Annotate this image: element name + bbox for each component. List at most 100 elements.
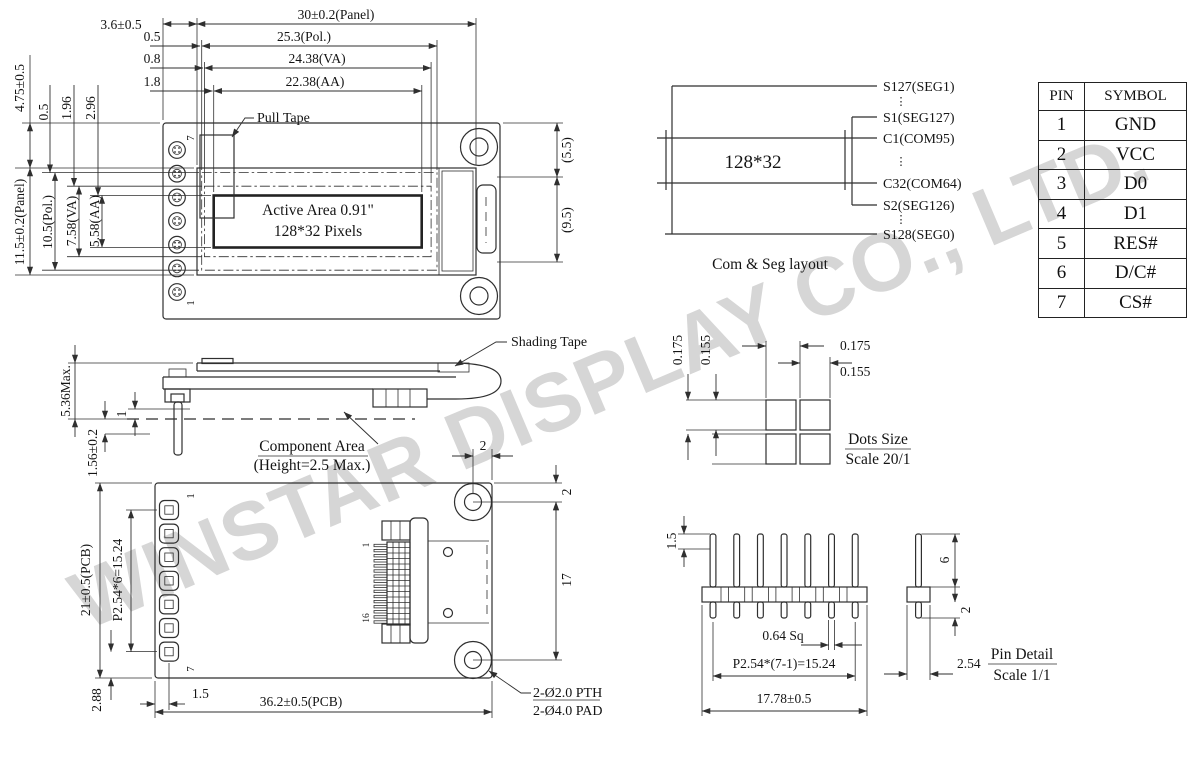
active-area-line1: Active Area 0.91": [262, 202, 374, 219]
ellipsis-dots: ⋮: [896, 214, 907, 226]
dim-down: 2: [958, 607, 973, 614]
com-label-1: C1(COM95): [883, 132, 955, 147]
dim-tip: 1.5: [664, 532, 679, 549]
pin-symbol: D1: [1084, 198, 1187, 230]
dim-va-off: 0.8: [144, 51, 161, 66]
mounting-hole: [459, 127, 499, 167]
front-view: 7 1 Pull Tape Active Area 0.91" 128*32 P…: [12, 7, 574, 320]
pin-number: 1: [1038, 110, 1085, 141]
dim-va-h: 7.58(VA): [64, 196, 79, 246]
active-area-line2: 128*32 Pixels: [274, 223, 362, 240]
dim-gap: 1: [114, 411, 129, 418]
dim-aa-w: 22.38(AA): [286, 74, 345, 89]
solder-bump-hatch: [168, 368, 187, 378]
shading-tape-hatch: [437, 362, 470, 373]
pull-tape-hatch: [199, 134, 235, 219]
pin-table-header-pin: PIN: [1038, 82, 1085, 111]
back-pad7-label: 7: [185, 666, 197, 672]
ellipsis-dots: ⋮: [896, 96, 907, 108]
dim-top-off: 4.75±0.5: [12, 64, 27, 112]
fpc-tab: [476, 184, 497, 254]
pin-symbol: GND: [1084, 110, 1187, 141]
seg-label-1: S127(SEG1): [883, 80, 955, 95]
dots-size-caption-line2: Scale 20/1: [846, 451, 911, 468]
com-label-2: C32(COM64): [883, 177, 962, 192]
dim-pad-pitch: P2.54*6=15.24: [110, 538, 125, 621]
front-pin1-label: 1: [185, 300, 197, 306]
seg-label-4: S128(SEG0): [883, 228, 955, 243]
fpc-hatch: [441, 170, 474, 272]
bottom-view: 1 7: [78, 438, 603, 719]
dim-pad-bottom: 2.88: [89, 688, 104, 712]
pin-symbol: CS#: [1084, 287, 1187, 319]
dim-hole-x: 2: [480, 438, 487, 453]
dim-pol-off: 0.5: [144, 29, 161, 44]
dim-tab-h: (9.5): [559, 207, 574, 233]
pin-number: 7: [1038, 287, 1085, 319]
dim-vdot: 0.155: [698, 335, 713, 366]
dim-pad-left: 1.5: [192, 686, 209, 701]
fpc-connector: [373, 517, 429, 644]
pin-symbol: RES#: [1084, 228, 1187, 259]
dim-total-h: 5.36Max.: [58, 365, 73, 417]
dim-hole-y: 2: [559, 489, 574, 496]
mounting-hole: [459, 276, 499, 316]
va-outline: [203, 185, 432, 258]
dim-hole-span: 17: [559, 573, 574, 587]
pin-header-side: [906, 533, 931, 619]
hole-callout-line2: 2-Ø4.0 PAD: [533, 704, 603, 719]
pin-symbol: D/C#: [1084, 257, 1187, 289]
conn-pin1-label: 1: [362, 542, 372, 547]
dim-panel-h: 11.5±0.2(Panel): [12, 179, 27, 265]
dim-panel-w: 30±0.2(Panel): [298, 7, 375, 22]
ellipsis-dots: ⋮: [896, 156, 907, 168]
com-seg-diagram: 128*32 S127(SEG1) S1(SEG127) C1(COM95) C…: [657, 80, 962, 273]
component-area-line1: Component Area: [259, 438, 365, 455]
seg-label-2: S1(SEG127): [883, 111, 955, 126]
pin-number: 5: [1038, 228, 1085, 259]
dim-va-w: 24.38(VA): [288, 51, 345, 66]
front-pin7-label: 7: [185, 135, 197, 141]
conn-pin16-label: 16: [362, 613, 372, 623]
dim-pol-off-v: 0.5: [36, 103, 51, 120]
dim-pcb-w: 36.2±0.5(PCB): [260, 694, 342, 709]
dim-aa-off-v: 2.96: [83, 96, 98, 120]
pin-number: 2: [1038, 139, 1085, 171]
pin-table-header-row: PIN SYMBOL: [1038, 82, 1187, 111]
pin-table-header-symbol: SYMBOL: [1084, 82, 1187, 111]
com-seg-caption: Com & Seg layout: [712, 256, 829, 273]
dim-pcb-h: 21±0.5(PCB): [78, 544, 93, 616]
pin-number: 4: [1038, 198, 1085, 230]
pin-detail-caption-line2: Scale 1/1: [993, 667, 1050, 684]
dim-total: 17.78±0.5: [757, 691, 812, 706]
pin-detail: 1.5 0.64 Sq P2.54*(7-1)=15.24 17.78±0.5 …: [664, 516, 1057, 716]
back-pad1-label: 1: [185, 493, 197, 499]
dim-pol-w: 25.3(Pol.): [277, 29, 331, 44]
seg-label-3: S2(SEG126): [883, 199, 955, 214]
side-view: Shading Tape Component Area (Height=2.5 …: [58, 335, 587, 477]
pin-pads: [168, 141, 186, 301]
pin-detail-caption-line1: Pin Detail: [991, 646, 1053, 663]
back-pads: [158, 499, 180, 662]
dim-sq: 0.64 Sq: [762, 628, 804, 643]
polarizer-outline: [201, 172, 438, 271]
dim-hdot: 0.155: [840, 364, 871, 379]
matrix-label: 128*32: [725, 152, 782, 173]
pin-symbol: D0: [1084, 169, 1187, 200]
dim-va-off-v: 1.96: [59, 96, 74, 120]
side-pin: [173, 401, 183, 456]
dim-pitch: P2.54*(7-1)=15.24: [733, 656, 836, 671]
dim-tab-top: (5.5): [559, 137, 574, 163]
dim-offset-x: 3.6±0.5: [100, 17, 141, 32]
pin-number: 6: [1038, 257, 1085, 289]
dim-w: 2.54: [957, 656, 981, 671]
pin-number: 3: [1038, 169, 1085, 200]
active-area-outline: [212, 194, 423, 249]
